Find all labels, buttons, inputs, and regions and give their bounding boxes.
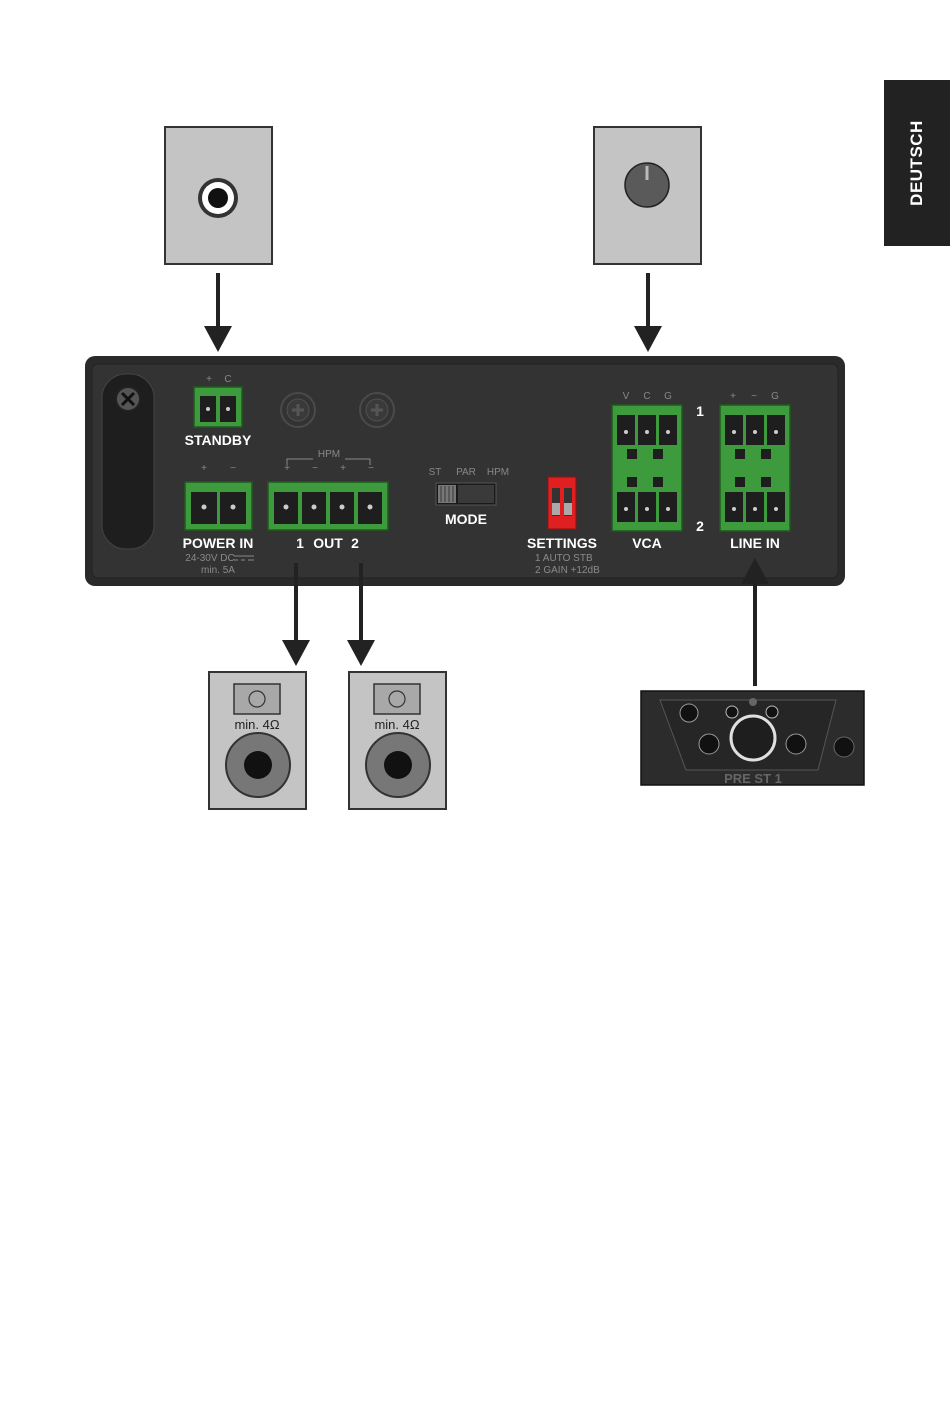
knob-icon (625, 163, 669, 207)
standby-pin-c: C (224, 374, 231, 385)
vca-pin-v: V (623, 391, 630, 402)
speaker-left (209, 672, 306, 809)
power-spec-voltage: 24-30V DC (185, 553, 234, 564)
power-pin-minus: − (230, 463, 236, 474)
out-pin-3: + (340, 463, 346, 474)
settings-label: SETTINGS (527, 535, 597, 551)
settings-dip-switch[interactable] (548, 477, 576, 529)
power-pin-plus: + (201, 463, 207, 474)
vca-connector (612, 405, 682, 531)
standby-label: STANDBY (185, 432, 252, 448)
mode-label: MODE (445, 511, 487, 527)
line-pin-g: G (771, 391, 779, 402)
speaker-icon (366, 733, 430, 797)
out-pin-4: − (368, 463, 374, 474)
power-in-connector (185, 482, 252, 530)
power-spec-current: min. 5A (201, 565, 235, 576)
preamp-label: PRE ST 1 (724, 771, 782, 786)
language-tab-label: DEUTSCH (907, 120, 927, 206)
out-1-label: 1 (296, 535, 304, 551)
vca-pin-c: C (643, 391, 650, 402)
speaker-right-impedance: min. 4Ω (374, 717, 419, 732)
mode-switch[interactable] (436, 483, 496, 505)
settings-option-1: 1 AUTO STB (535, 553, 593, 564)
hpm-label: HPM (318, 449, 340, 460)
speaker-left-impedance: min. 4Ω (234, 717, 279, 732)
standby-pin-plus: + (206, 374, 212, 385)
screw-icon (116, 387, 140, 411)
mode-option-par: PAR (456, 467, 476, 478)
power-in-label: POWER IN (183, 535, 254, 551)
vca-label: VCA (632, 535, 662, 551)
channel-2-label: 2 (696, 518, 704, 534)
line-in-label: LINE IN (730, 535, 780, 551)
out-pin-2: − (312, 463, 318, 474)
line-pin-plus: + (730, 391, 736, 402)
jack-icon (198, 178, 238, 218)
out-pin-1: + (284, 463, 290, 474)
out-label: OUT (313, 535, 343, 551)
line-pin-minus: − (751, 391, 757, 402)
vca-pin-g: G (664, 391, 672, 402)
line-in-connector (720, 405, 790, 531)
standby-connector (194, 387, 242, 427)
settings-option-2: 2 GAIN +12dB (535, 565, 600, 576)
speaker-right (349, 672, 446, 809)
mode-option-hpm: HPM (487, 467, 509, 478)
out-connector (268, 482, 388, 530)
channel-1-label: 1 (696, 403, 704, 419)
mode-option-st: ST (429, 467, 442, 478)
standby-jack-callout (165, 127, 272, 264)
language-tab: DEUTSCH (884, 80, 950, 246)
out-2-label: 2 (351, 535, 359, 551)
volume-knob-callout (594, 127, 701, 264)
speaker-icon (226, 733, 290, 797)
